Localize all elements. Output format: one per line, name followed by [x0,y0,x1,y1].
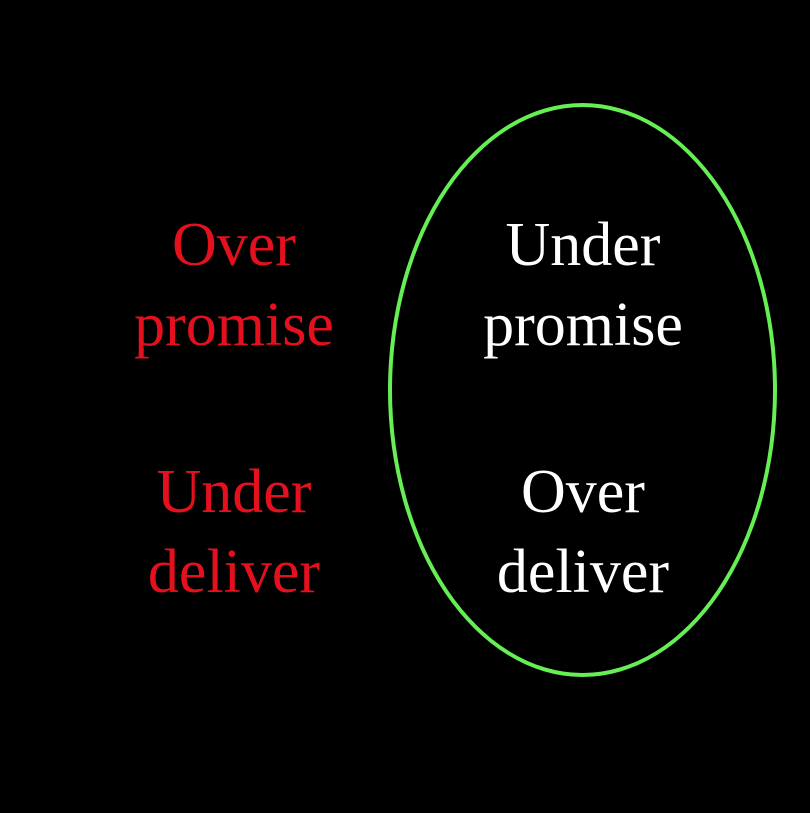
over-promise-text: Over promise [104,205,364,365]
under-promise-line2: promise [483,291,683,359]
over-deliver-line2: deliver [496,538,670,606]
over-promise-line1: Over [172,211,296,279]
under-deliver-line1: Under [156,458,312,526]
over-deliver-line1: Over [521,458,645,526]
under-deliver-text: Under deliver [104,452,364,612]
over-promise-line2: promise [134,291,334,359]
under-promise-line1: Under [505,211,661,279]
highlight-ellipse [388,103,777,677]
over-deliver-text: Over deliver [453,452,713,612]
under-promise-text: Under promise [453,205,713,365]
under-deliver-line2: deliver [147,538,321,606]
